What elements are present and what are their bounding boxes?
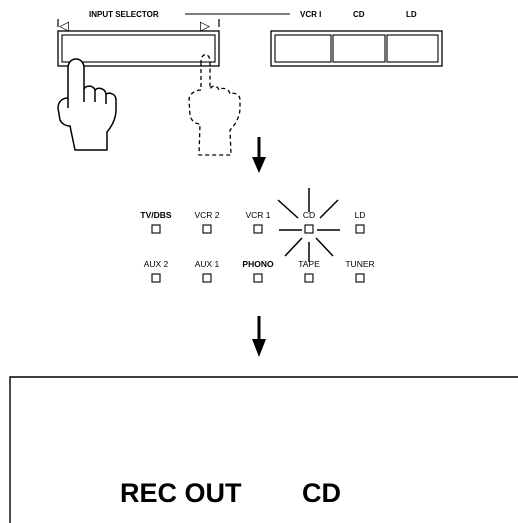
indicator-label-aux-2: AUX 2: [144, 259, 169, 269]
button-label-vcr1: VCR I: [300, 10, 321, 19]
indicator-led-tuner: [356, 274, 364, 282]
dashed-hand-icon: [189, 55, 240, 156]
indicator-led-aux-2: [152, 274, 160, 282]
indicator-led-tv-dbs: [152, 225, 160, 233]
indicator-label-vcr-1: VCR 1: [245, 210, 270, 220]
indicator-led-ld: [356, 225, 364, 233]
indicator-led-cd: [305, 225, 313, 233]
indicator-label-phono: PHONO: [242, 259, 274, 269]
input-selector-label: INPUT SELECTOR: [89, 10, 159, 19]
indicator-led-aux-1: [203, 274, 211, 282]
hand-pointer-icon: [58, 59, 116, 150]
indicator-label-ld: LD: [355, 210, 366, 220]
button-label-cd: CD: [353, 10, 365, 19]
indicator-led-phono: [254, 274, 262, 282]
indicator-label-aux-1: AUX 1: [195, 259, 220, 269]
cd-button[interactable]: [333, 35, 385, 62]
indicator-label-vcr-2: VCR 2: [194, 210, 219, 220]
vcr1-button[interactable]: [275, 35, 331, 62]
input-selector-button[interactable]: [58, 31, 219, 66]
display-panel: [10, 377, 518, 523]
indicator-label-tv-dbs: TV/DBS: [140, 210, 172, 220]
ld-button[interactable]: [387, 35, 438, 62]
display-text-source: CD: [302, 478, 341, 508]
indicator-label-tuner: TUNER: [345, 259, 374, 269]
button-label-ld: LD: [406, 10, 417, 19]
down-arrow-icon-1: [252, 137, 266, 173]
indicator-led-tape: [305, 274, 313, 282]
display-text-rec-out: REC OUT: [120, 478, 242, 508]
indicator-led-vcr-2: [203, 225, 211, 233]
direct-buttons-group: [271, 31, 442, 66]
indicator-led-vcr-1: [254, 225, 262, 233]
down-arrow-icon-2: [252, 316, 266, 357]
